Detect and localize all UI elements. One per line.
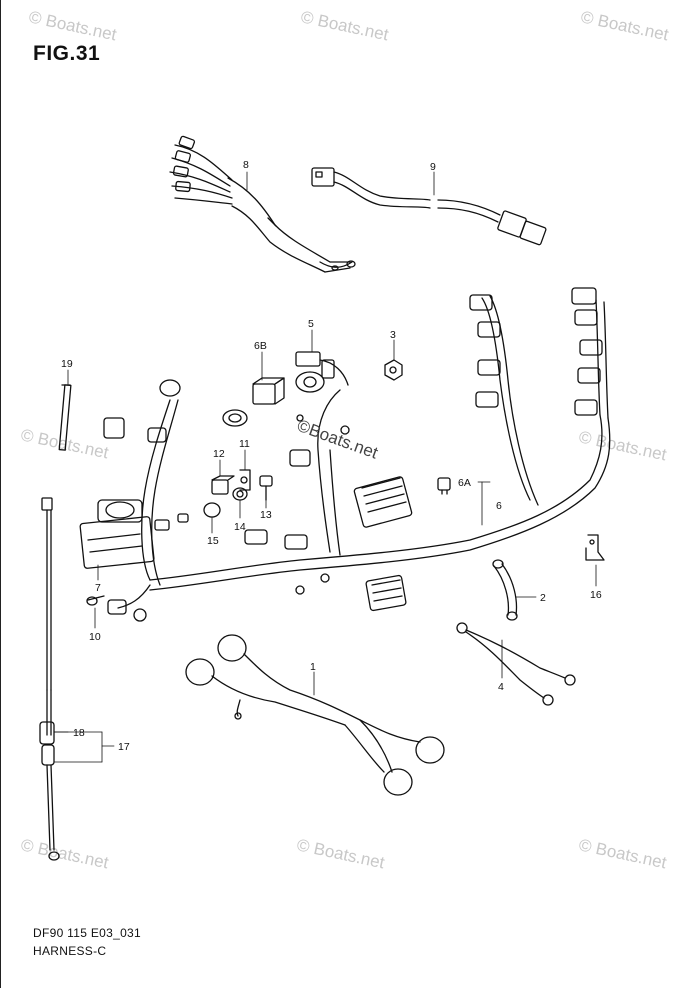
part-7-module bbox=[79, 499, 189, 569]
left-frame-border bbox=[0, 0, 1, 988]
label-part-4: 4 bbox=[498, 681, 504, 693]
label-part-17: 17 bbox=[118, 741, 130, 753]
part-1-boot-harness bbox=[185, 634, 445, 796]
part-4-ground-lead bbox=[456, 622, 576, 706]
part-17-battery-lead bbox=[39, 497, 60, 861]
watermark-center: ©Boats.net bbox=[295, 416, 381, 463]
watermark-top-right: © Boats.net bbox=[579, 7, 670, 44]
label-part-6b: 6B bbox=[254, 340, 267, 352]
figure-code: DF90 115 E03_031 bbox=[33, 926, 141, 940]
label-part-7: 7 bbox=[95, 582, 101, 594]
part-16-bracket bbox=[585, 534, 605, 561]
label-part-6a: 6A bbox=[458, 477, 471, 489]
label-part-1: 1 bbox=[310, 661, 316, 673]
figure-title: FIG.31 bbox=[33, 42, 101, 65]
label-part-9: 9 bbox=[430, 161, 436, 173]
watermark-mid-right: © Boats.net bbox=[577, 427, 668, 464]
part-6-main-harness bbox=[103, 287, 611, 622]
part-6a-fuse bbox=[437, 477, 451, 495]
watermark-mid-left: © Boats.net bbox=[19, 425, 110, 462]
label-part-8: 8 bbox=[243, 159, 249, 171]
label-part-16: 16 bbox=[590, 589, 602, 601]
label-part-12: 12 bbox=[213, 448, 225, 460]
label-part-14: 14 bbox=[234, 521, 246, 533]
part-15-cap bbox=[203, 502, 221, 518]
part-8-sub-harness bbox=[169, 135, 356, 273]
part-label-group: 8 9 5 3 6B 19 11 12 6A 6 13 14 15 7 2 16… bbox=[61, 159, 602, 753]
label-part-13: 13 bbox=[260, 509, 272, 521]
watermark-top-left: © Boats.net bbox=[27, 7, 118, 44]
part-5-switch bbox=[295, 351, 349, 393]
label-part-6: 6 bbox=[496, 500, 502, 512]
part-2-clamp bbox=[492, 559, 518, 621]
part-9-extension-harness bbox=[311, 167, 547, 246]
label-part-18: 18 bbox=[73, 727, 85, 739]
watermark-bottom-center: © Boats.net bbox=[295, 835, 386, 872]
label-part-19: 19 bbox=[61, 358, 73, 370]
part-12-clip bbox=[211, 475, 235, 495]
part-11-bracket bbox=[239, 469, 251, 491]
label-part-10: 10 bbox=[89, 631, 101, 643]
part-10-bolt bbox=[86, 595, 105, 606]
watermark-bottom-right: © Boats.net bbox=[577, 835, 668, 872]
watermark-top-center: © Boats.net bbox=[299, 7, 390, 44]
label-part-5: 5 bbox=[308, 318, 314, 330]
figure-name: HARNESS-C bbox=[33, 944, 107, 958]
watermark-bottom-left: © Boats.net bbox=[19, 835, 110, 872]
label-part-2: 2 bbox=[540, 592, 546, 604]
label-part-11: 11 bbox=[239, 438, 250, 450]
part-6b-relay bbox=[222, 377, 285, 427]
part-3-nut bbox=[384, 359, 403, 381]
label-part-3: 3 bbox=[390, 329, 396, 341]
label-part-15: 15 bbox=[207, 535, 219, 547]
